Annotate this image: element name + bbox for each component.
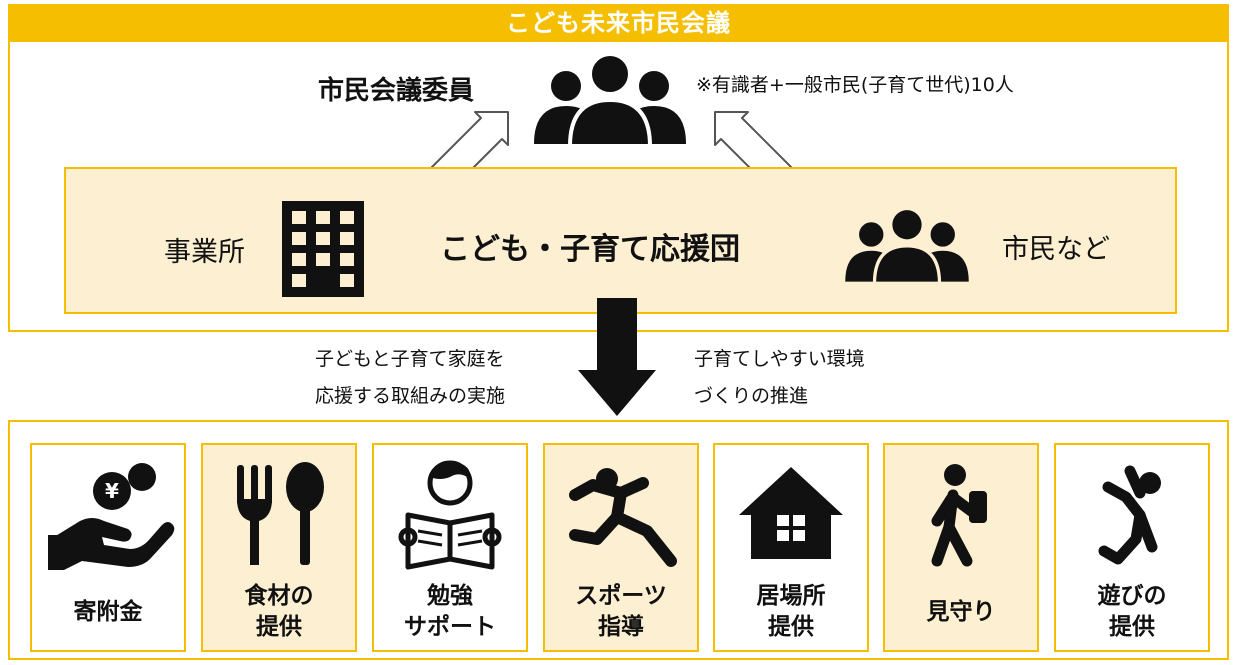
right-description-line: づくりの推進	[694, 385, 809, 407]
activity-card-study: 勉強 サポート	[372, 443, 528, 652]
activity-card-donation: ¥ 寄附金	[30, 443, 186, 652]
left-description-line: 応援する取組みの実施	[315, 385, 506, 407]
support-group-panel	[64, 167, 1177, 314]
members-label: 市民会議委員	[318, 76, 475, 106]
citizens-label: 市民など	[1002, 234, 1110, 265]
donation-hand-icon: ¥	[48, 463, 175, 570]
activity-label: 勉強 サポート	[404, 583, 496, 640]
activity-card-play: 遊びの 提供	[1054, 443, 1210, 652]
activity-card-watching: 見守り	[883, 443, 1039, 652]
activity-label: 居場所 提供	[756, 583, 826, 640]
left-description: 子どもと子育て家庭を 応援する取組みの実施	[315, 341, 505, 415]
activity-label: 遊びの 提供	[1097, 583, 1167, 640]
svg-text:¥: ¥	[105, 479, 119, 503]
right-description: 子育てしやすい環境 づくりの推進	[694, 341, 865, 415]
activity-card-sports: スポーツ 指導	[543, 443, 699, 652]
business-label: 事業所	[164, 237, 245, 268]
child-reading-icon	[398, 460, 502, 570]
people-group-icon	[534, 52, 686, 148]
right-description-line: 子育てしやすい環境	[694, 348, 865, 370]
activity-card-food: 食材の 提供	[201, 443, 357, 652]
activity-label: 寄附金	[73, 598, 143, 625]
running-person-icon	[569, 468, 677, 567]
house-icon	[739, 467, 843, 559]
down-arrow-icon	[578, 298, 656, 416]
citizens-group-icon	[845, 206, 969, 285]
playing-child-icon	[1098, 465, 1161, 565]
activity-label: 見守り	[926, 598, 996, 625]
activity-card-place: 居場所 提供	[713, 443, 869, 652]
activity-label: スポーツ 指導	[575, 583, 667, 640]
activities-frame	[8, 420, 1229, 660]
walking-child-icon	[931, 464, 987, 567]
activity-label: 食材の 提供	[244, 583, 314, 640]
members-note: ※有識者+一般市民(子育て世代)10人	[696, 74, 1014, 96]
council-title: こども未来市民会議	[506, 9, 731, 37]
building-icon	[282, 201, 364, 297]
left-description-line: 子どもと子育て家庭を	[315, 348, 505, 370]
support-group-name: こども・子育て応援団	[440, 232, 740, 267]
fork-spoon-icon	[237, 462, 324, 565]
council-title-bar	[8, 4, 1229, 42]
